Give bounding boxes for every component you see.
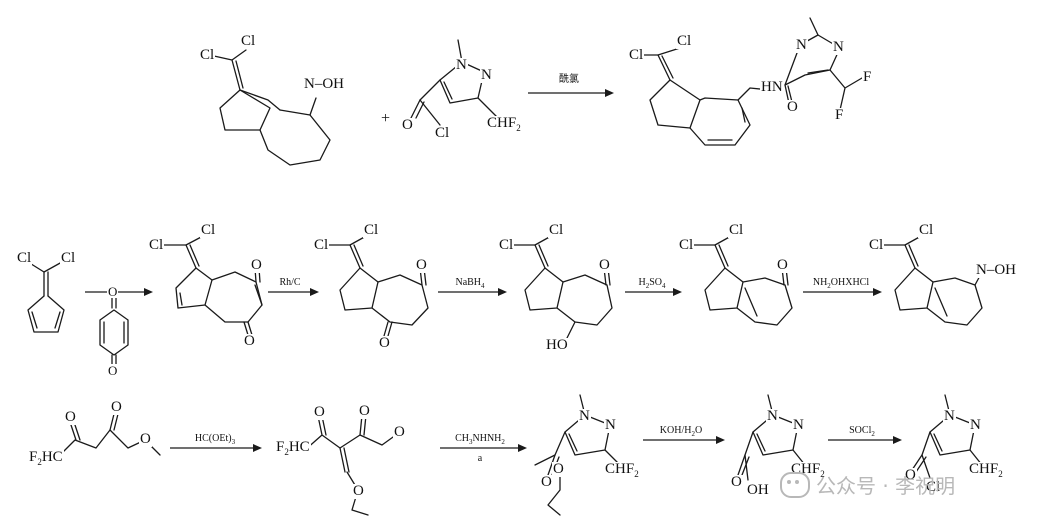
- oxygen-label: O: [552, 461, 565, 477]
- enone: [692, 234, 793, 326]
- n-methyl-label: N: [578, 408, 591, 424]
- chlorine-label: Cl: [868, 237, 885, 253]
- oxygen-label: O: [786, 99, 799, 115]
- chlorine-label: Cl: [925, 479, 942, 495]
- oxygen-label: O: [598, 257, 611, 273]
- oxygen-label: O: [730, 474, 743, 490]
- rh-c-reagent: Rh/C: [279, 277, 301, 288]
- oxime-label: N–OH: [975, 262, 1017, 278]
- oxygen-label: O: [243, 333, 256, 349]
- nitrogen-label: N: [792, 417, 805, 433]
- chlorine-label: Cl: [60, 250, 77, 266]
- fluorine-label: F: [862, 69, 873, 85]
- chlorine-label: Cl: [240, 33, 257, 49]
- oxygen-label: O: [393, 424, 406, 440]
- difluoromethyl-label: F2HC: [28, 450, 64, 470]
- watermark: 公众号 · 李祝明: [780, 470, 955, 499]
- oxygen-label: O: [904, 467, 917, 483]
- oxime-label: N–OH: [303, 76, 345, 92]
- oxygen-label: O: [313, 404, 326, 420]
- n-methyl-label: N: [766, 408, 779, 424]
- methylhydrazine-reagent: CH3NHNH2: [455, 433, 505, 447]
- chlorine-label: Cl: [548, 222, 565, 238]
- chlorine-label: Cl: [363, 222, 380, 238]
- n-methyl-label: N: [455, 57, 468, 73]
- chlorine-label: Cl: [918, 222, 935, 238]
- chlorine-label: Cl: [200, 222, 217, 238]
- chlorine-label: Cl: [199, 47, 216, 63]
- hydroxyl-label: HO: [545, 337, 569, 353]
- bridged-oxime-reactant: [204, 49, 331, 166]
- oxygen-label: O: [401, 117, 414, 133]
- oxygen-label: O: [107, 363, 119, 378]
- oxime-product: [882, 234, 983, 326]
- amidation-reagent: 酰氯: [559, 74, 579, 85]
- chlorine-label: Cl: [728, 222, 745, 238]
- oxygen-label: O: [378, 335, 391, 351]
- chlorine-label: Cl: [313, 237, 330, 253]
- diels-alder-adduct: [163, 234, 263, 336]
- hydroxy-ketone: [512, 234, 613, 341]
- chlorine-label: Cl: [434, 125, 451, 141]
- chf2-label: CHF2: [604, 462, 640, 482]
- ethyl-difluoroacetoacetate: [59, 409, 161, 456]
- oxygen-label: O: [352, 483, 365, 499]
- koh-reagent: KOH/H2O: [659, 425, 703, 439]
- orthoformate-reagent: HC(OEt)3: [194, 433, 236, 447]
- oxygen-label: O: [139, 431, 152, 447]
- chlorine-label: Cl: [628, 47, 645, 63]
- n-methyl-label: N: [795, 37, 808, 53]
- oxygen-label: O: [110, 399, 123, 415]
- nitrogen-label: N: [969, 417, 982, 433]
- oxygen-label: O: [250, 257, 263, 273]
- nitrogen-label: N: [604, 417, 617, 433]
- nitrogen-label: N: [832, 39, 845, 55]
- nabh4-reagent: NaBH4: [455, 277, 485, 291]
- n-methyl-label: N: [943, 408, 956, 424]
- oxygen-label: O: [358, 403, 371, 419]
- chat-bubble-icon: [780, 471, 810, 498]
- watermark-text: 公众号 · 李祝明: [816, 474, 956, 498]
- chf2-label: CHF2: [968, 462, 1004, 482]
- oxygen-label: O: [107, 284, 119, 299]
- plus-sign: +: [381, 110, 391, 127]
- oxygen-label: O: [64, 409, 77, 425]
- difluoromethyl-label: F2HC: [275, 440, 311, 460]
- oxygen-label: O: [776, 257, 789, 273]
- amide-nh-label: HN: [760, 79, 784, 95]
- chlorine-label: Cl: [148, 237, 165, 253]
- fluorine-label: F: [834, 107, 845, 123]
- hydrogenated-dione: [327, 234, 429, 337]
- chlorine-label: Cl: [498, 237, 515, 253]
- chlorine-label: Cl: [676, 33, 693, 49]
- socl2-reagent: SOCl2: [849, 425, 875, 439]
- hydroxylamine-reagent: NH2OHXHCl: [812, 277, 870, 291]
- h2so4-reagent: H2SO4: [638, 277, 666, 291]
- chf2-label: CHF2: [486, 116, 522, 136]
- hydrazine-step-note: a: [477, 453, 483, 464]
- benzoquinone: [99, 297, 129, 366]
- ethoxymethylene-ketoester: [304, 414, 401, 516]
- chlorine-label: Cl: [678, 237, 695, 253]
- dichloromethylene-cyclopentadiene: [27, 261, 65, 333]
- oxygen-label: O: [415, 257, 428, 273]
- hydroxyl-label: OH: [746, 482, 770, 498]
- amide-product: [635, 17, 863, 146]
- oxygen-label: O: [540, 474, 553, 490]
- nitrogen-label: N: [480, 67, 493, 83]
- chlorine-label: Cl: [16, 250, 33, 266]
